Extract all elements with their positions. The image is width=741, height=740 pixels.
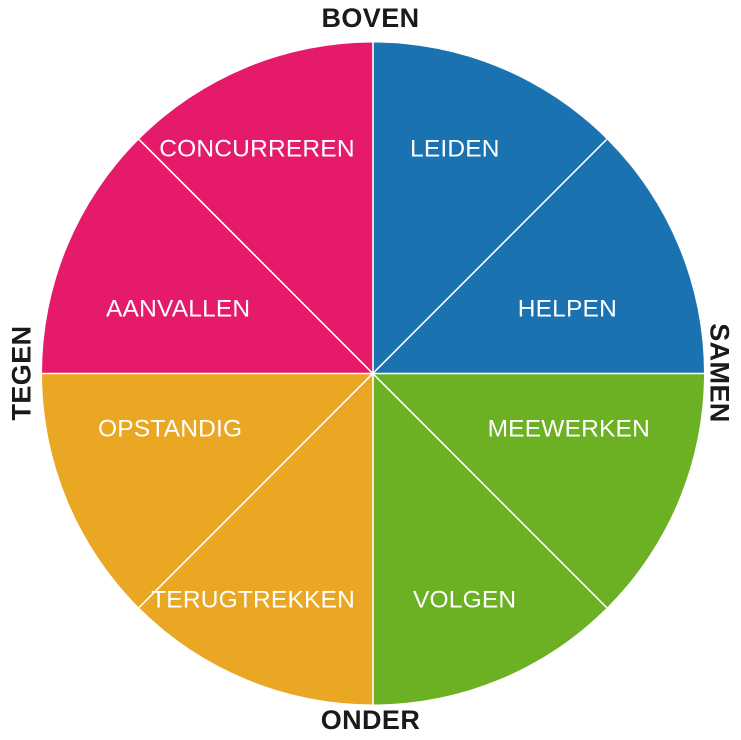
sector-label-concurreren: CONCURREREN [159,135,355,162]
divider-group [42,42,704,705]
axis-label-tegen: TEGEN [6,325,37,421]
axis-label-onder: ONDER [320,705,421,735]
sector-label-helpen: HELPEN [518,295,617,322]
sector-label-group: CONCURREREN LEIDEN HELPEN MEEWERKEN VOLG… [98,135,650,613]
sector-label-terugtrekken: TERUGTREKKEN [151,586,355,613]
sector-label-leiden: LEIDEN [410,135,500,162]
axis-label-samen: SAMEN [704,323,735,423]
sector-label-opstandig: OPSTANDIG [98,415,242,442]
axis-label-boven: BOVEN [321,3,420,33]
sector-label-volgen: VOLGEN [413,586,516,613]
divider-diagonal-nesw [138,138,608,609]
sector-label-meewerken: MEEWERKEN [488,415,650,442]
sector-label-aanvallen: AANVALLEN [106,295,250,322]
